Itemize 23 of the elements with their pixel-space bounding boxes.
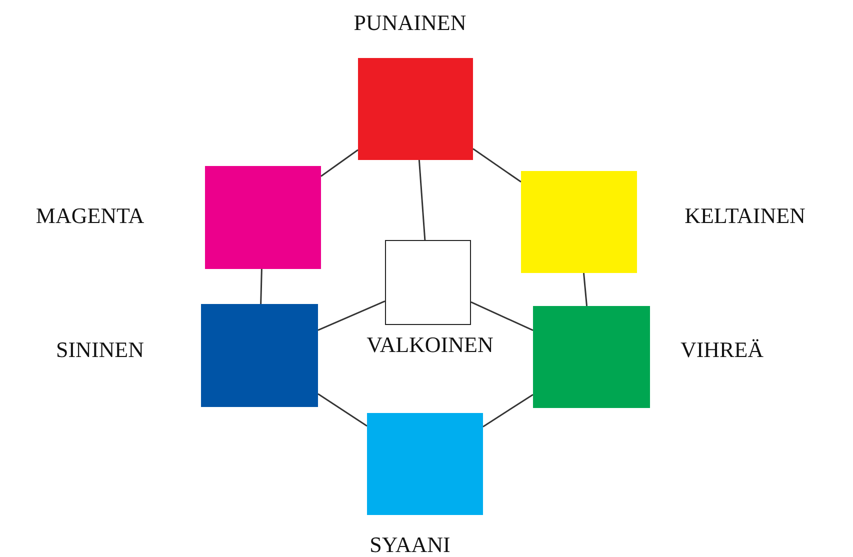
color-name: VIHREÄ	[680, 339, 764, 361]
color-name: PUNAINEN	[354, 12, 466, 34]
connector-line	[582, 272, 588, 306]
color-square	[367, 413, 483, 515]
connector-line	[418, 160, 426, 240]
color-square	[201, 304, 318, 407]
color-name: KELTAINEN	[684, 205, 806, 227]
connector-line	[472, 148, 522, 183]
color-square	[385, 240, 471, 325]
connector-line	[320, 149, 358, 177]
color-name: SININEN	[56, 339, 144, 361]
color-square	[358, 58, 473, 160]
color-square	[533, 306, 650, 408]
color-square	[521, 171, 637, 273]
connector-line	[482, 394, 534, 428]
color-name: SYAANI	[370, 534, 450, 556]
connector-line	[318, 300, 386, 331]
color-name: VALKOINEN	[366, 334, 494, 356]
color-square	[205, 166, 321, 269]
color-name: MAGENTA	[36, 205, 144, 227]
connector-line	[470, 301, 534, 332]
connector-line	[318, 393, 368, 427]
connector-line	[260, 268, 262, 304]
